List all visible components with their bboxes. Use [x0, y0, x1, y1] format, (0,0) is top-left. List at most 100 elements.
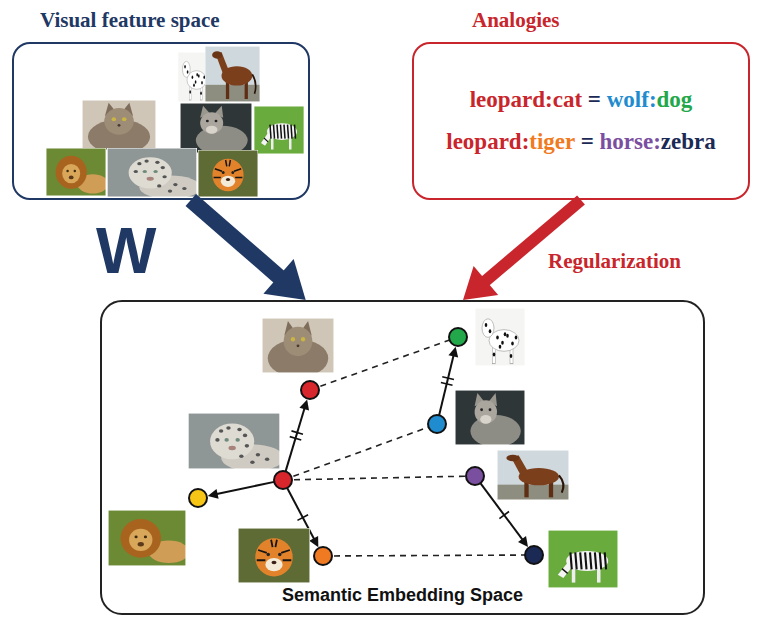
shape [301, 337, 305, 341]
shape [226, 178, 230, 181]
shape [255, 538, 292, 576]
shape [590, 552, 591, 569]
shape [254, 106, 304, 154]
cat-photo [262, 318, 334, 377]
photo-frame [82, 100, 156, 150]
equal-length-tick [297, 515, 308, 521]
shape [157, 184, 161, 187]
shape [493, 352, 496, 356]
shape [210, 423, 254, 459]
feature-space-panel: Visual feature space [12, 42, 310, 200]
shape [196, 73, 198, 76]
shape [291, 125, 292, 139]
wolf-photo [180, 103, 252, 155]
shape [182, 61, 190, 77]
shape [562, 569, 568, 574]
shape [480, 408, 483, 411]
shape [482, 319, 494, 338]
shape [153, 170, 157, 173]
shape [548, 530, 618, 588]
shape [137, 162, 141, 165]
shape [281, 125, 282, 139]
analogy-word: leopard [446, 129, 521, 154]
photo-frame [455, 390, 525, 445]
shape [222, 171, 225, 174]
shape [155, 161, 159, 164]
analogy-equals: = [575, 129, 600, 154]
zebra-photo [548, 530, 618, 588]
shape [278, 553, 281, 557]
tiger-photo [198, 150, 258, 197]
analogy-dashed-line [323, 555, 534, 556]
shape [284, 125, 285, 139]
snow-photo [107, 148, 201, 199]
shape [237, 428, 241, 432]
shape [138, 542, 144, 546]
shape [134, 170, 138, 173]
edge-label: Regularization [548, 250, 681, 273]
shape [475, 308, 525, 366]
analogy-colon: : [649, 87, 657, 112]
shape [212, 159, 243, 192]
shape [506, 334, 509, 338]
analogy-word: dog [657, 87, 693, 112]
shape [238, 528, 310, 583]
panel-label: Semantic Embedding Space [102, 585, 703, 607]
equal-length-tick [442, 377, 454, 380]
photo-frame [475, 308, 525, 366]
class-point [274, 471, 292, 489]
offset-arrow [439, 354, 454, 415]
tiger-photo [238, 528, 310, 583]
shape [215, 120, 218, 123]
analogy-word: zebra [661, 129, 716, 154]
shape [489, 330, 519, 352]
shape [144, 159, 148, 162]
shape [173, 183, 177, 186]
shape [66, 170, 68, 173]
equal-length-tick [290, 437, 301, 440]
shape [497, 485, 569, 500]
analogy-line: leopard:cat = wolf:dog [414, 86, 748, 114]
shape [595, 552, 596, 569]
analogy-colon: : [545, 87, 553, 112]
shape [120, 519, 161, 558]
shape [206, 126, 218, 134]
horse-photo [497, 450, 569, 500]
equal-length-tick [441, 382, 453, 385]
shape [566, 551, 608, 571]
shape [168, 190, 172, 193]
shape [504, 332, 507, 336]
matrix-label: W [96, 216, 156, 286]
offset-arrow [286, 407, 305, 471]
zebra-photo [254, 106, 304, 154]
shape [200, 92, 202, 95]
class-point [466, 467, 484, 485]
shape [580, 552, 581, 569]
shape [135, 535, 138, 538]
shape [195, 80, 197, 83]
shape [291, 337, 295, 341]
shape [161, 166, 165, 169]
photo-frame [188, 413, 280, 469]
analogy-word: tiger [529, 129, 575, 154]
equal-length-tick [499, 512, 509, 519]
shape [162, 175, 166, 178]
photo-frame [198, 150, 258, 197]
shape [605, 552, 606, 569]
shape [189, 90, 191, 93]
shape [496, 335, 499, 339]
arrow-head [309, 536, 318, 547]
shape [104, 108, 134, 135]
shape [56, 156, 87, 189]
photo-frame [238, 528, 310, 583]
arrow-head [263, 259, 305, 300]
analogy-dashed-line [283, 424, 437, 480]
shape [265, 458, 269, 462]
shape [510, 354, 513, 358]
shape [201, 81, 203, 84]
shape [74, 170, 76, 173]
shape [226, 426, 230, 430]
arrow-head [463, 266, 498, 300]
shape [214, 160, 243, 178]
shape [265, 558, 282, 571]
